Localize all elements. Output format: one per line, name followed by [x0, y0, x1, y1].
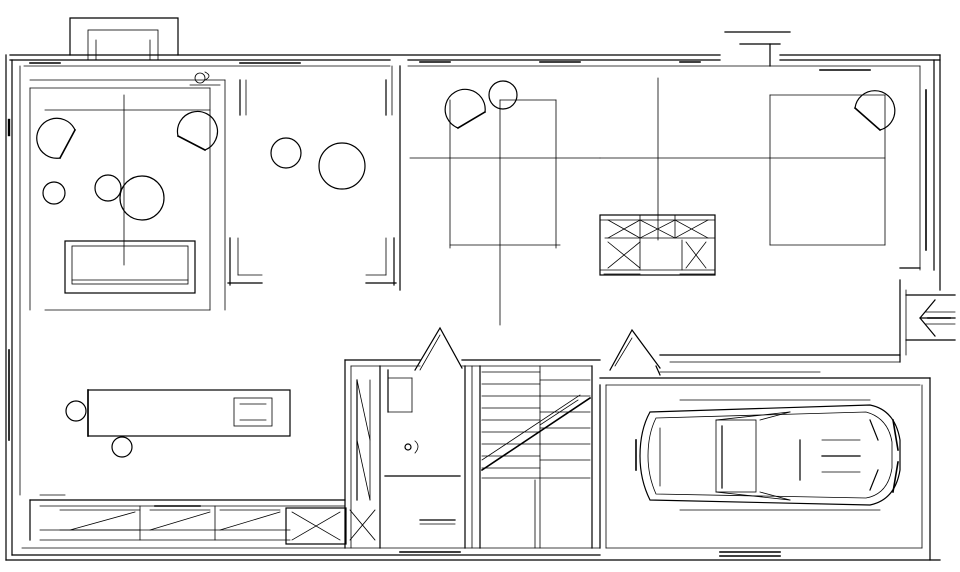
sofa [64, 240, 196, 294]
dining-area [270, 137, 366, 190]
bedroom-2 [769, 90, 896, 246]
entry [905, 294, 956, 341]
interior-walls [29, 65, 931, 561]
armchair-right [176, 110, 218, 152]
stair [480, 365, 592, 549]
lamp-left [444, 88, 487, 130]
car [635, 399, 901, 511]
stools [65, 400, 87, 422]
round-table-large [318, 142, 366, 190]
living-area [36, 71, 221, 294]
side-table [42, 181, 66, 205]
lamp-right [488, 80, 518, 110]
sink [404, 443, 412, 451]
coffee-table [119, 175, 165, 221]
exterior-walls [5, 17, 941, 561]
floor-lamp [94, 174, 122, 202]
kitchen [65, 389, 456, 525]
storage [599, 77, 771, 276]
utility [39, 379, 376, 545]
lamp [853, 90, 896, 132]
round-table-small [270, 137, 302, 169]
bedroom-1 [409, 80, 601, 326]
counter [87, 389, 291, 437]
stair-flight [480, 365, 592, 549]
armchair-left [36, 117, 77, 160]
garage [635, 399, 901, 511]
